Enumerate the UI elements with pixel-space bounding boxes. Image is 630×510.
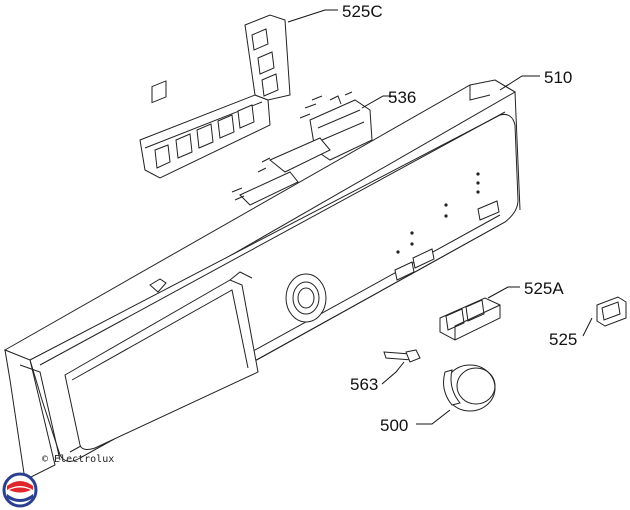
part-500-selector-knob [443,364,496,412]
label-536: 536 [388,88,416,107]
part-536-light-pipes [231,91,373,206]
part-510-control-panel [3,79,521,481]
part-525a-double-switch [439,297,501,341]
electrolux-logo-icon [2,472,38,508]
leader-lines [287,9,593,425]
copyright-text: © Electrolux [42,454,114,465]
label-500: 500 [380,416,408,435]
part-563-light-guide [383,349,421,363]
label-510: 510 [544,68,572,87]
part-525c-switch-carrier [139,14,291,179]
indicator-leds [396,172,480,254]
label-525a: 525A [524,279,564,298]
label-525c: 525C [342,2,383,21]
part-525-single-switch [596,296,627,327]
label-563: 563 [350,375,378,394]
label-525: 525 [549,330,577,349]
